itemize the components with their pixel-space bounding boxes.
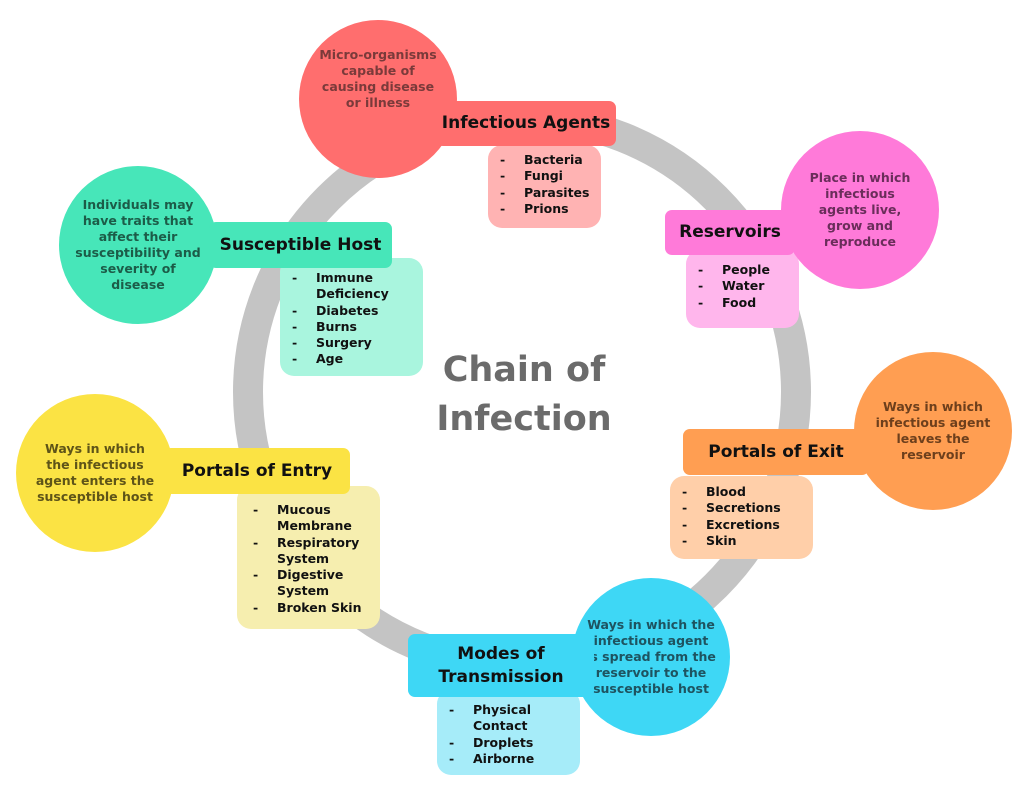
portals-of-entry-list: Mucous Membrane Respiratory System Diges… xyxy=(237,486,380,629)
portals-of-entry-label: Portals of Entry xyxy=(164,448,350,494)
list-item: People xyxy=(698,262,793,279)
list-item: Blood xyxy=(682,484,807,501)
list-item: Broken Skin xyxy=(253,600,374,617)
modes-of-transmission-list: Physical Contact Droplets Airborne xyxy=(437,690,580,775)
list-item: Physical Contact xyxy=(449,702,574,735)
list-item: Skin xyxy=(682,533,807,550)
list-item: Water xyxy=(698,278,793,295)
list-item: Age xyxy=(292,351,417,368)
infectious-agents-list: Bacteria Fungi Parasites Prions xyxy=(488,145,601,228)
modes-of-transmission-description: Ways in which the infectious agent is sp… xyxy=(572,578,730,736)
list-item: Burns xyxy=(292,319,417,336)
list-item: Droplets xyxy=(449,735,574,752)
list-item: Food xyxy=(698,295,793,312)
reservoirs-list: People Water Food xyxy=(686,250,799,328)
list-item: Diabetes xyxy=(292,303,417,320)
list-item: Surgery xyxy=(292,335,417,352)
portals-of-exit-list: Blood Secretions Excretions Skin xyxy=(670,476,813,559)
reservoirs-description: Place in which infectious agents live, g… xyxy=(781,131,939,289)
list-item: Fungi xyxy=(500,168,595,185)
list-item: Immune Deficiency xyxy=(292,270,417,303)
infectious-agents-description: Micro-organisms capable of causing disea… xyxy=(299,20,457,178)
list-item: Airborne xyxy=(449,751,574,768)
susceptible-host-label: Susceptible Host xyxy=(209,222,392,268)
infectious-agents-label: Infectious Agents xyxy=(436,101,616,146)
list-item: Secretions xyxy=(682,500,807,517)
list-item: Respiratory System xyxy=(253,535,374,568)
list-item: Mucous Membrane xyxy=(253,502,374,535)
list-item: Bacteria xyxy=(500,152,595,169)
list-item: Prions xyxy=(500,201,595,218)
portals-of-entry-description: Ways in which the infectious agent enter… xyxy=(16,394,174,552)
modes-of-transmission-label: Modes of Transmission xyxy=(408,634,594,697)
portals-of-exit-description: Ways in which infectious agent leaves th… xyxy=(854,352,1012,510)
susceptible-host-description: Individuals may have traits that affect … xyxy=(59,166,217,324)
susceptible-host-list: Immune Deficiency Diabetes Burns Surgery… xyxy=(280,258,423,376)
list-item: Excretions xyxy=(682,517,807,534)
reservoirs-label: Reservoirs xyxy=(665,210,795,255)
portals-of-exit-label: Portals of Exit xyxy=(683,429,869,475)
diagram-title: Chain of Infection xyxy=(436,350,612,439)
list-item: Digestive System xyxy=(253,567,374,600)
list-item: Parasites xyxy=(500,185,595,202)
